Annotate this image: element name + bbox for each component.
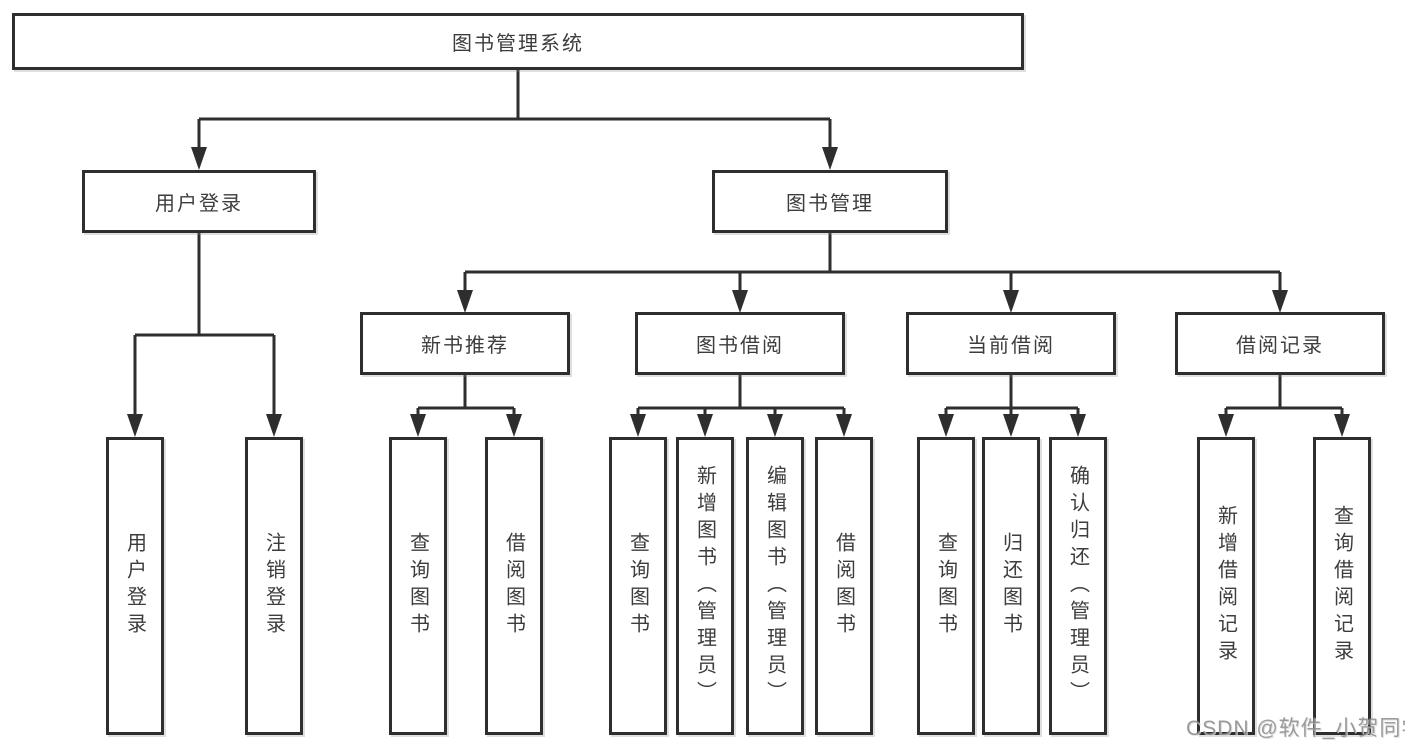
node-book-management: 图书管理: [712, 170, 948, 233]
leaf-logout: 注销登录: [245, 437, 303, 735]
node-new-book-recommendation: 新书推荐: [360, 312, 570, 375]
leaf-user-login: 用户登录: [106, 437, 164, 735]
node-user-login: 用户登录: [82, 170, 316, 233]
leaf-bb-edit-books-admin: 编辑图书（管理员）: [746, 437, 804, 735]
arrowheads: [127, 147, 1350, 437]
leaf-bb-query-books: 查询图书: [609, 437, 667, 735]
leaf-br-add-record: 新增借阅记录: [1197, 437, 1255, 735]
leaf-bb-add-books-admin: 新增图书（管理员）: [676, 437, 734, 735]
leaf-cb-confirm-return-admin: 确认归还（管理员）: [1049, 437, 1107, 735]
leaf-nbr-borrow-books: 借阅图书: [485, 437, 543, 735]
leaf-cb-return-books: 归还图书: [982, 437, 1040, 735]
node-current-borrowing: 当前借阅: [906, 312, 1116, 375]
node-book-borrowing: 图书借阅: [635, 312, 845, 375]
node-root: 图书管理系统: [12, 13, 1024, 70]
node-borrowing-records: 借阅记录: [1175, 312, 1385, 375]
csdn-watermark: CSDN @软件_小贺同学: [1186, 717, 1405, 740]
leaf-cb-query-books: 查询图书: [917, 437, 975, 735]
leaf-bb-borrow-books: 借阅图书: [815, 437, 873, 735]
leaf-br-query-record: 查询借阅记录: [1313, 437, 1371, 735]
leaf-nbr-query-books: 查询图书: [389, 437, 447, 735]
tree-edges: [133, 70, 1344, 416]
